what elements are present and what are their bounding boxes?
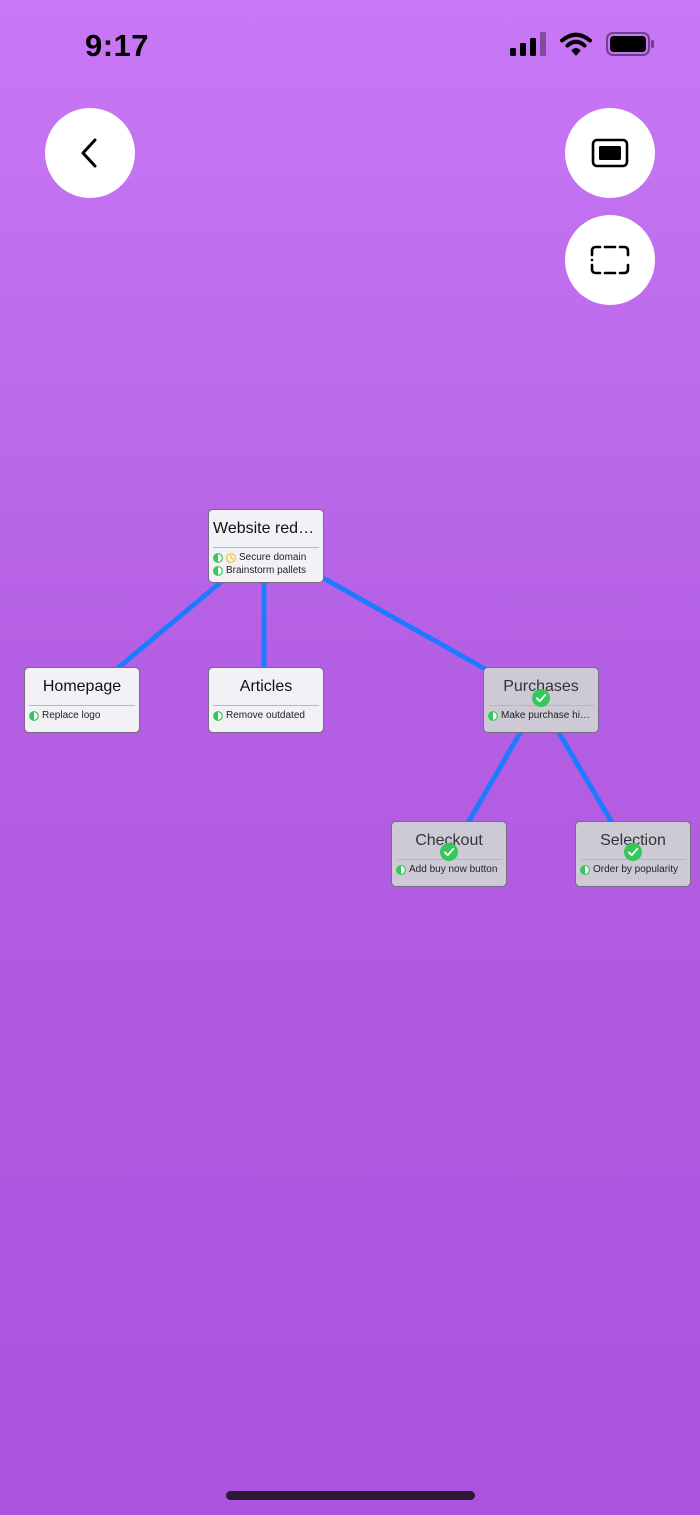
complete-check-icon [624,843,642,861]
progress-half-icon [488,710,498,721]
node-title: Articles [239,678,293,695]
task-label: Order by popularity [593,864,679,875]
node-website-redesign[interactable]: Website redesign Secure domain Brainstor… [208,509,324,583]
progress-half-icon [213,552,223,563]
node-purchases[interactable]: Purchases Make purchase history [483,667,599,733]
signal-icon [510,32,546,56]
task-item: Secure domain [213,551,319,564]
frame-selection-button[interactable] [565,215,655,305]
rectangle-dashed-icon [590,245,630,275]
task-item: Remove outdated [213,709,319,722]
progress-half-icon [396,864,406,875]
task-label: Add buy now button [409,864,498,875]
chevron-left-icon [81,138,97,168]
rectangle-filled-icon [591,138,629,168]
task-label: Secure domain [239,552,307,563]
task-label: Remove outdated [226,710,305,721]
node-selection[interactable]: Selection Order by popularity [575,821,691,887]
node-divider [29,705,135,706]
node-divider [213,547,319,548]
status-time: 9:17 [85,28,150,63]
progress-half-icon [29,710,39,721]
wifi-icon [560,32,592,56]
node-articles[interactable]: Articles Remove outdated [208,667,324,733]
task-label: Replace logo [42,710,101,721]
node-divider [213,705,319,706]
progress-half-icon [213,565,223,576]
progress-half-icon [580,864,590,875]
complete-check-icon [532,689,550,707]
task-item: Brainstorm pallets [213,564,319,577]
task-item: Order by popularity [580,863,686,876]
fit-to-screen-button[interactable] [565,108,655,198]
connector-purchases-selection [556,730,614,824]
clock-icon [226,552,236,563]
task-item: Make purchase history [488,709,594,722]
complete-check-icon [440,843,458,861]
status-icons [510,32,654,56]
task-label: Brainstorm pallets [226,565,307,576]
connector-root-purchases [322,576,490,673]
task-item: Add buy now button [396,863,502,876]
node-checkout[interactable]: Checkout Add buy now button [391,821,507,887]
task-item: Replace logo [29,709,135,722]
back-button[interactable] [45,108,135,198]
node-title: Homepage [42,678,122,695]
home-indicator[interactable] [226,1491,475,1500]
connector-purchases-checkout [466,730,523,824]
node-title: Website redesign [213,520,319,537]
battery-icon [606,32,654,56]
node-homepage[interactable]: Homepage Replace logo [24,667,140,733]
progress-half-icon [213,710,223,721]
task-label: Make purchase history [501,710,594,721]
connector-root-homepage [116,579,224,670]
